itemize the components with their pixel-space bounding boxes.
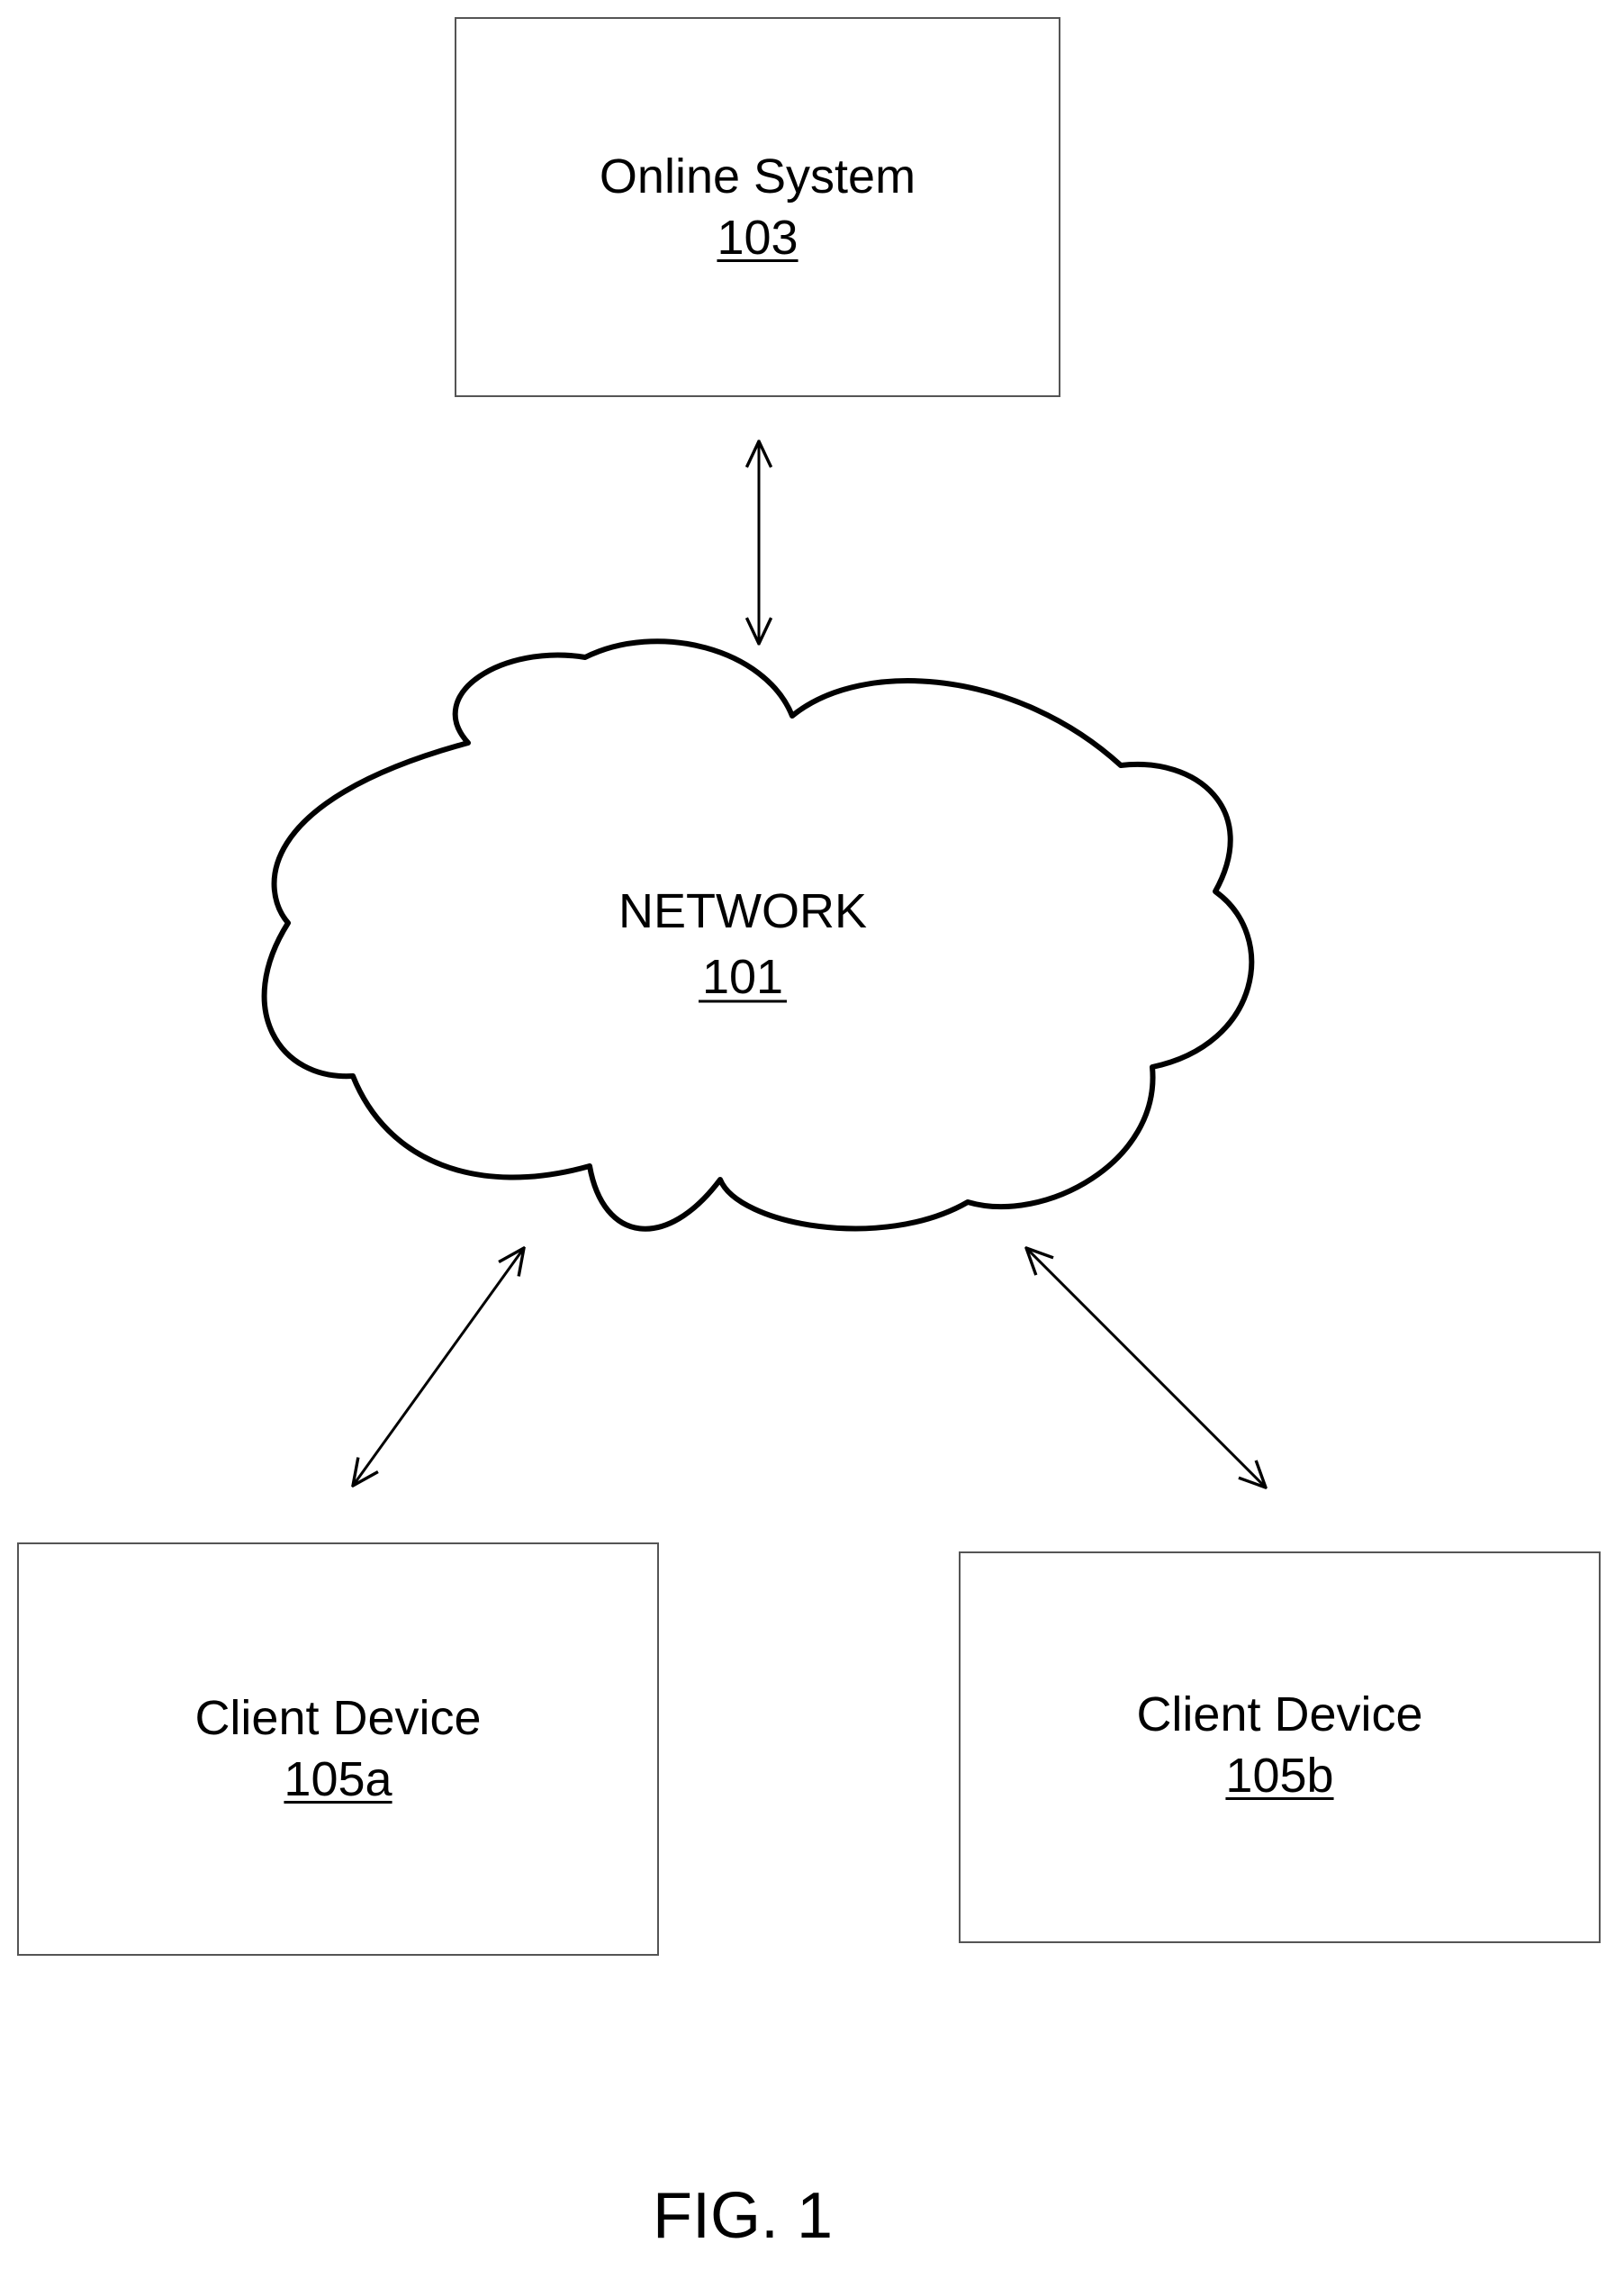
network-label: NETWORK [618,884,867,938]
network-ref: 101 [702,950,783,1004]
client-device-b-label: Client Device [961,1690,1599,1739]
arrow-network-client-b [1026,1248,1266,1488]
figure-caption: FIG. 1 [0,2184,1485,2248]
online-system-label: Online System [456,152,1059,201]
client-device-b-box: Client Device 105b [959,1551,1601,1943]
online-system-ref: 103 [456,213,1059,262]
client-device-a-ref: 105a [19,1755,657,1804]
arrow-network-client-a [353,1248,524,1486]
client-device-a-box: Client Device 105a [17,1542,659,1956]
online-system-box: Online System 103 [455,17,1060,397]
client-device-a-label: Client Device [19,1694,657,1742]
client-device-b-ref: 105b [961,1751,1599,1800]
